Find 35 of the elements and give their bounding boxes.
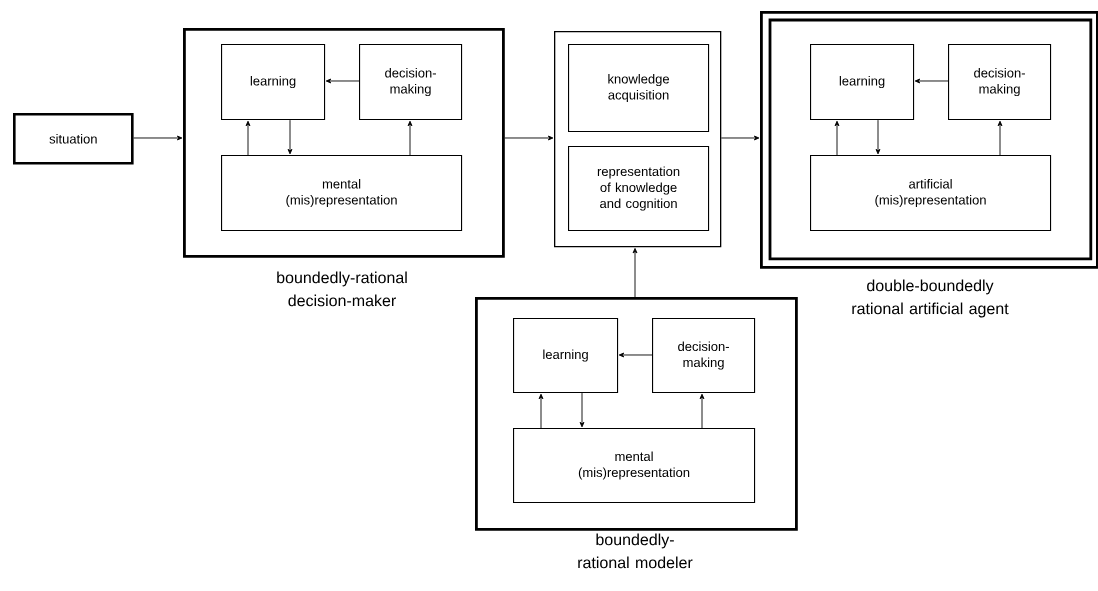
arrow — [325, 78, 360, 84]
double-border-box — [760, 11, 1098, 269]
container-box — [183, 28, 505, 258]
process-box: learning — [221, 44, 326, 121]
arrow — [875, 119, 881, 155]
process-box: artificial (mis)representation — [810, 155, 1052, 232]
container-box — [554, 31, 722, 248]
caption-text: double-boundedly rational artificial agent — [852, 279, 1009, 318]
arrow — [245, 120, 251, 156]
process-box: mental (mis)representation — [513, 428, 756, 504]
arrow — [504, 135, 554, 141]
container-box — [475, 297, 798, 531]
process-box: decision-making — [652, 318, 756, 394]
process-box: mental (mis)representation — [221, 155, 463, 232]
process-box: decision-making — [359, 44, 463, 121]
process-box: learning — [513, 318, 619, 394]
arrow — [287, 119, 293, 155]
arrow — [538, 393, 544, 429]
arrow — [699, 393, 705, 429]
arrow — [720, 135, 760, 141]
caption-text: boundedly-rational decision-maker — [277, 271, 407, 307]
situation-box: situation — [13, 113, 134, 165]
arrow — [133, 135, 183, 141]
arrow — [997, 120, 1003, 156]
arrow — [914, 78, 949, 84]
arrow — [579, 392, 585, 428]
arrow — [834, 120, 840, 156]
process-box: learning — [810, 44, 915, 121]
arrow — [632, 248, 638, 298]
process-box: knowledge acquisition — [568, 44, 710, 133]
process-box: decision-making — [948, 44, 1052, 121]
process-box: representation of knowledge and cognition — [568, 146, 710, 232]
caption-text: boundedly-rational modeler — [578, 533, 693, 569]
arrow — [407, 120, 413, 156]
arrow — [618, 352, 653, 358]
